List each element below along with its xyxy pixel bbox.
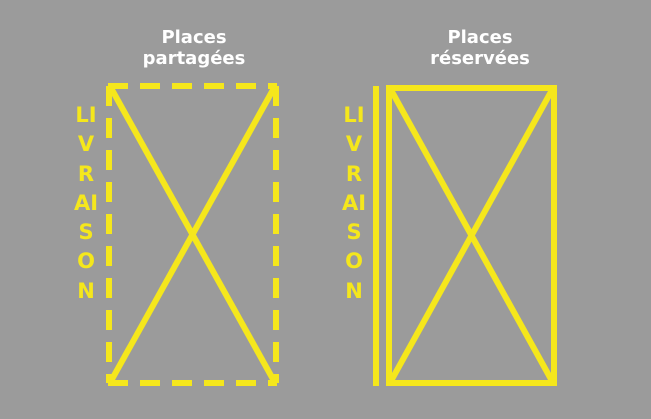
shared-places-title-line1: Places: [161, 27, 227, 48]
reserved-space-border: [386, 85, 557, 386]
reserved-parking-space: [373, 85, 557, 386]
shared-delivery-label: LIVRAISON: [73, 103, 99, 303]
shared-places-title-line2: partagées: [142, 48, 246, 69]
reserved-delivery-label: LIVRAISON: [341, 103, 367, 303]
shared-parking-space: [106, 83, 279, 386]
reserved-places-title-line2: réservées: [430, 48, 530, 69]
shared-places-title: Places partagées: [94, 27, 294, 69]
shared-space-diagonal-b: [108, 86, 277, 383]
reserved-places-title-line1: Places: [447, 27, 513, 48]
reserved-places-title: Places réservées: [380, 27, 580, 69]
reserved-space-diagonal-b: [388, 88, 555, 383]
